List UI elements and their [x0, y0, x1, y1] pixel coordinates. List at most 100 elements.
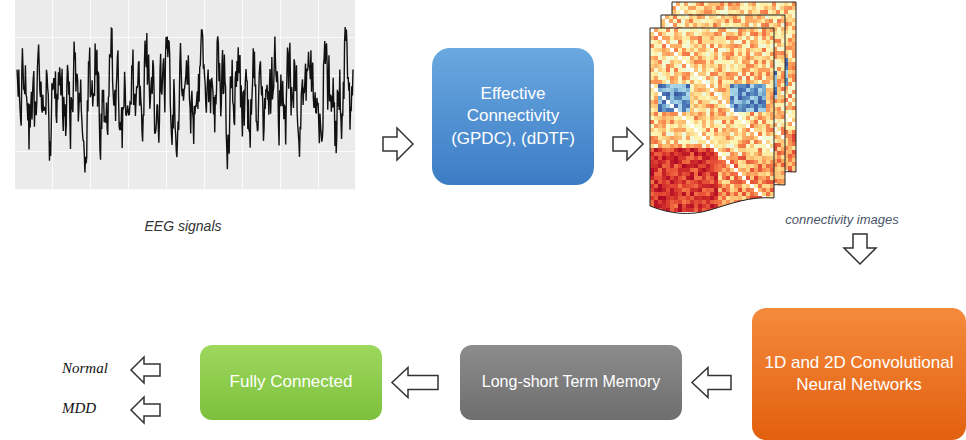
heatmap-cell	[788, 10, 792, 14]
heatmap-cell	[781, 59, 785, 63]
heatmap-cell	[665, 23, 669, 27]
heatmap-cell	[788, 34, 792, 38]
heatmap-cell	[769, 23, 773, 27]
heatmap-cell	[788, 122, 792, 126]
heatmap-cell	[721, 15, 725, 19]
heatmap-cell	[788, 90, 792, 94]
heatmap-cell	[792, 106, 796, 110]
heatmap-cell	[788, 98, 792, 102]
heatmap-cell	[788, 58, 792, 62]
heatmap-cell	[792, 66, 796, 70]
heatmap-cell	[792, 182, 796, 186]
heatmap-cell	[788, 46, 792, 50]
heatmap-cell	[777, 51, 781, 55]
heatmap-cell	[788, 102, 792, 106]
heatmap-cell	[725, 19, 729, 23]
heatmap-cell	[732, 10, 736, 14]
heatmap-cell	[688, 6, 692, 10]
heatmap-cell	[784, 2, 788, 6]
heatmap-cell	[764, 10, 768, 14]
heatmap-cell	[788, 22, 792, 26]
heatmap-cell	[748, 10, 752, 14]
heatmap-cell	[781, 39, 785, 43]
heatmap-cell	[721, 19, 725, 23]
heatmap-cell	[788, 82, 792, 86]
heatmap-cell	[792, 10, 796, 14]
heatmap-cell	[736, 2, 740, 6]
heatmap-cell	[781, 31, 785, 35]
heatmap-cell	[792, 122, 796, 126]
heatmap-cell	[760, 10, 764, 14]
heatmap-cell	[777, 63, 781, 67]
heatmap-cell	[788, 42, 792, 46]
heatmap-cell	[765, 19, 769, 23]
heatmap-cell	[792, 34, 796, 38]
heatmap-cell	[792, 98, 796, 102]
heatmap-cell	[792, 162, 796, 166]
heatmap-cell	[792, 26, 796, 30]
heatmap-cell	[781, 35, 785, 39]
heatmap-cell	[713, 15, 717, 19]
heatmap-cell	[665, 19, 669, 23]
heatmap-cell	[756, 10, 760, 14]
heatmap-cell	[689, 15, 693, 19]
heatmap-cell	[696, 10, 700, 14]
heatmap-cell	[684, 10, 688, 14]
heatmap-cell	[764, 6, 768, 10]
heatmap-cell	[748, 6, 752, 10]
flow-arrow	[383, 128, 413, 160]
connectivity-sheet	[672, 2, 796, 187]
heatmap-cell	[728, 6, 732, 10]
heatmap-cell	[756, 2, 760, 6]
heatmap-cell	[748, 2, 752, 6]
heatmap-cell	[788, 134, 792, 138]
heatmap-cell	[753, 23, 757, 27]
heatmap-cell	[685, 15, 689, 19]
heatmap-cell	[792, 30, 796, 34]
heatmap-cell	[741, 15, 745, 19]
heatmap-cell	[792, 134, 796, 138]
heatmap-cell	[676, 6, 680, 10]
heatmap-cell	[745, 19, 749, 23]
heatmap-cell	[680, 6, 684, 10]
heatmap-cell	[693, 19, 697, 23]
heatmap-cell	[701, 23, 705, 27]
heatmap-cell	[788, 146, 792, 150]
heatmap-cell	[712, 2, 716, 6]
heatmap-cell	[777, 19, 781, 23]
heatmap-cell	[708, 6, 712, 10]
heatmap-cell	[765, 15, 769, 19]
heatmap-cell	[777, 79, 781, 83]
heatmap	[661, 15, 785, 199]
heatmap-cell	[693, 23, 697, 27]
heatmap-cell	[736, 10, 740, 14]
heatmap-cell	[701, 15, 705, 19]
heatmap-cell	[724, 2, 728, 6]
heatmap-cell	[788, 130, 792, 134]
heatmap-cell	[792, 38, 796, 42]
heatmap-cell	[757, 15, 761, 19]
heatmap-cell	[792, 22, 796, 26]
heatmap-cell	[788, 18, 792, 22]
heatmap-cell	[780, 10, 784, 14]
heatmap-cell	[781, 15, 785, 19]
heatmap-cell	[725, 15, 729, 19]
heatmap-cell	[788, 110, 792, 114]
heatmap-cell	[777, 75, 781, 79]
heatmap-cell	[784, 6, 788, 10]
heatmap-cell	[740, 2, 744, 6]
heatmap-cell	[761, 15, 765, 19]
heatmap-cell	[712, 6, 716, 10]
heatmap-cell	[788, 138, 792, 142]
heatmap-cell	[704, 2, 708, 6]
heatmap-cell	[693, 15, 697, 19]
heatmap-cell	[781, 23, 785, 27]
heatmap-cell	[777, 83, 781, 87]
heatmap-cell	[777, 43, 781, 47]
heatmap-cell	[733, 15, 737, 19]
heatmap-cell	[680, 2, 684, 6]
heatmap-cell	[708, 2, 712, 6]
heatmap-cell	[737, 23, 741, 27]
heatmap-cell	[681, 15, 685, 19]
heatmap-cell	[777, 67, 781, 71]
